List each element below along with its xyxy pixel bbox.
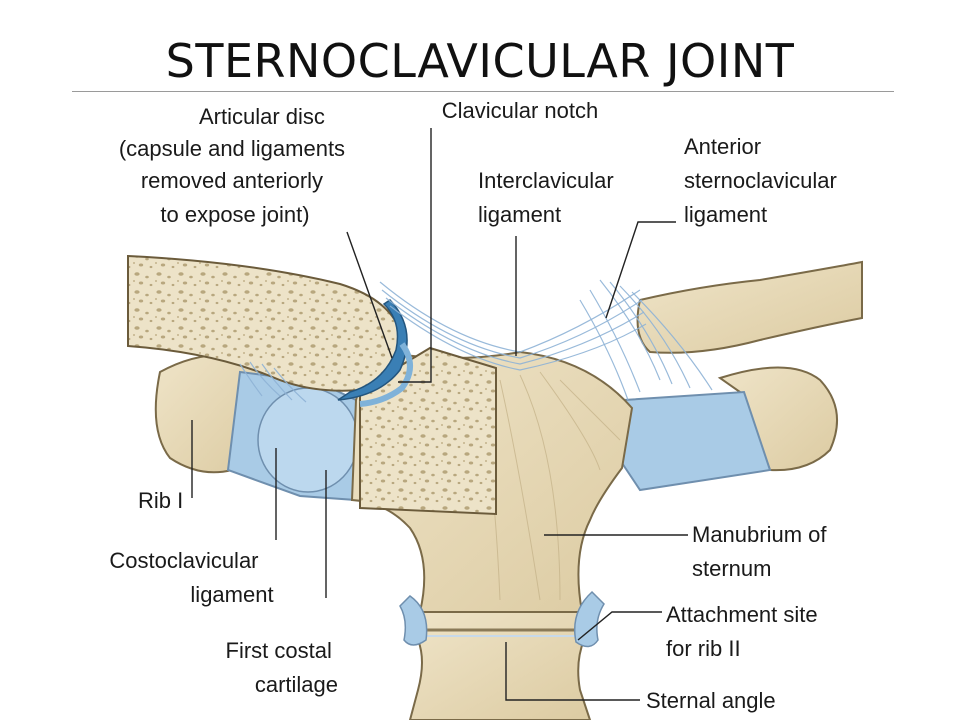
label-clavicular-notch: Clavicular notch [442,98,599,123]
label-costoclavicular-ligament: Costoclavicular ligament [109,548,273,607]
label-attachment-site-rib-2: Attachment site for rib II [666,602,824,661]
right-rib2-attachment [574,590,605,648]
label-rib-1: Rib I [138,488,183,513]
label-first-costal-cartilage: First costal cartilage [226,638,338,697]
label-articular-disc: Articular disc (capsule and ligaments re… [119,104,351,227]
label-anterior-sternoclavicular-ligament: Anterior sternoclavicular ligament [684,134,843,227]
right-clavicle [636,260,863,354]
right-first-costal-cartilage [618,390,772,492]
left-rib2-attachment [399,595,428,646]
label-sternal-angle: Sternal angle [646,688,776,713]
leader-lines [191,128,688,701]
label-manubrium-of-sternum: Manubrium of sternum [692,522,833,581]
label-interclavicular-ligament: Interclavicular ligament [478,168,620,227]
title-underline [72,91,894,92]
slide-title: STERNOCLAVICULAR JOINT [165,34,795,88]
anterior-sc-ligament-fibers [579,279,713,401]
interclavicular-ligament-fibers [379,281,647,371]
sternal-body [408,611,592,720]
right-rib-1 [618,366,838,492]
costoclavicular-ligament-fibers [239,361,307,403]
